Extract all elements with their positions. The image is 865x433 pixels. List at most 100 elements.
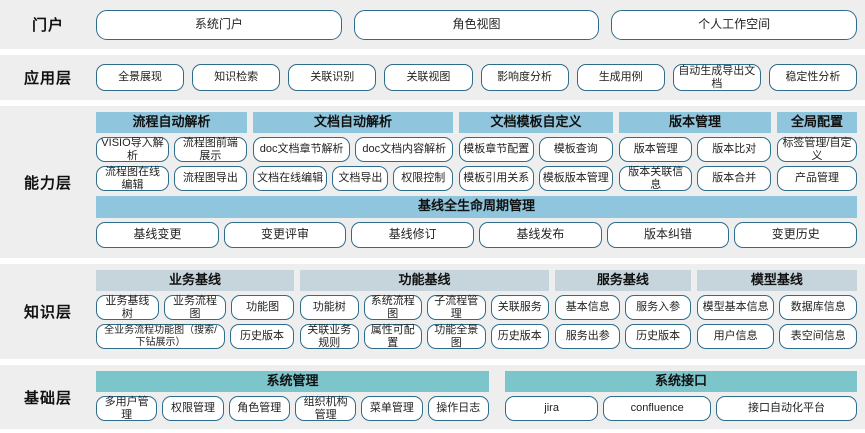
cap-item-flow-export[interactable]: 流程图导出 xyxy=(173,166,247,192)
know-item-business-baseline-tree[interactable]: 业务基线树 xyxy=(96,295,159,321)
base-item-confluence[interactable]: confluence xyxy=(603,396,712,422)
group-title: 流程自动解析 xyxy=(96,112,247,134)
group-title: 服务基线 xyxy=(555,270,691,292)
app-item-auto-export-doc[interactable]: 自动生成导出文档 xyxy=(672,64,761,91)
knowledge-group-business-baseline: 业务基线 业务基线树 业务流程图 功能图 全业务流程功能图（搜索/下钻展示） 历… xyxy=(96,270,295,350)
app-item-generate-case[interactable]: 生成用例 xyxy=(576,64,665,91)
group-row: 模型基本信息 数据库信息 xyxy=(696,295,858,321)
app-item-relation-view[interactable]: 关联视图 xyxy=(384,64,473,91)
know-item-model-basic-info[interactable]: 模型基本信息 xyxy=(696,295,775,321)
base-item-menu-mgmt[interactable]: 菜单管理 xyxy=(361,396,423,422)
cap-item-version-relation-info[interactable]: 版本关联信息 xyxy=(619,166,693,192)
know-item-function-tree[interactable]: 功能树 xyxy=(300,295,359,321)
cap-item-change-review[interactable]: 变更评审 xyxy=(223,221,347,248)
cap-item-version-correction[interactable]: 版本纠错 xyxy=(606,221,730,248)
cap-item-permission-control[interactable]: 权限控制 xyxy=(393,166,454,192)
cap-item-baseline-change[interactable]: 基线变更 xyxy=(96,221,219,248)
group-row: 文档在线编辑 文档导出 权限控制 xyxy=(252,166,454,192)
cap-item-doc-content-parse[interactable]: doc文档内容解析 xyxy=(355,137,454,163)
cap-item-template-chapter-config[interactable]: 模板章节配置 xyxy=(459,137,534,163)
base-item-permission-mgmt[interactable]: 权限管理 xyxy=(162,396,224,422)
know-item-business-flowchart[interactable]: 业务流程图 xyxy=(163,295,227,321)
know-item-function-panorama[interactable]: 功能全景图 xyxy=(427,324,486,350)
portal-items: 系统门户 角色视图 个人工作空间 xyxy=(96,0,865,49)
base-item-interface-automation-platform[interactable]: 接口自动化平台 xyxy=(716,396,857,422)
cap-item-doc-online-edit[interactable]: 文档在线编辑 xyxy=(252,166,328,192)
knowledge-body: 业务基线 业务基线树 业务流程图 功能图 全业务流程功能图（搜索/下钻展示） 历… xyxy=(96,264,865,359)
base-item-org-structure-mgmt[interactable]: 组织机构管理 xyxy=(294,396,357,422)
cap-item-tag-mgmt-custom[interactable]: 标签管理/自定义 xyxy=(776,137,857,163)
app-item-knowledge-search[interactable]: 知识检索 xyxy=(192,64,281,91)
capability-group-process-parse: 流程自动解析 VISIO导入解析 流程图前端展示 流程图在线编辑 流程图导出 xyxy=(96,112,247,192)
capability-group-version-mgmt: 版本管理 版本管理 版本比对 版本关联信息 版本合并 xyxy=(619,112,771,192)
know-item-service-output-param[interactable]: 服务出参 xyxy=(555,324,621,350)
know-item-function-chart[interactable]: 功能图 xyxy=(231,295,295,321)
know-item-history-version[interactable]: 历史版本 xyxy=(490,324,550,350)
cap-item-version-compare[interactable]: 版本比对 xyxy=(697,137,771,163)
know-item-tablespace-info[interactable]: 表空间信息 xyxy=(779,324,858,350)
know-item-related-business-rule[interactable]: 关联业务规则 xyxy=(300,324,359,350)
group-title: 文档模板自定义 xyxy=(459,112,614,134)
capability-body: 流程自动解析 VISIO导入解析 流程图前端展示 流程图在线编辑 流程图导出 xyxy=(96,106,865,258)
cap-item-flow-frontend-display[interactable]: 流程图前端展示 xyxy=(173,137,247,163)
cap-item-template-reference[interactable]: 模板引用关系 xyxy=(459,166,534,192)
know-item-database-info[interactable]: 数据库信息 xyxy=(779,295,858,321)
group-rows: 模板章节配置 模板查询 模板引用关系 模板版本管理 xyxy=(459,133,614,192)
base-item-role-mgmt[interactable]: 角色管理 xyxy=(228,396,290,422)
portal-item-role-view[interactable]: 角色视图 xyxy=(353,9,600,40)
know-item-service-input-param[interactable]: 服务入参 xyxy=(625,295,691,321)
know-item-basic-info[interactable]: 基本信息 xyxy=(555,295,621,321)
layer-label-capability: 能力层 xyxy=(23,174,72,192)
base-item-jira[interactable]: jira xyxy=(504,396,599,422)
base-item-operation-log[interactable]: 操作日志 xyxy=(427,396,489,422)
group-row: 基本信息 服务入参 xyxy=(555,295,691,321)
app-item-impact-analysis[interactable]: 影响度分析 xyxy=(480,64,569,91)
group-title: 文档自动解析 xyxy=(252,112,454,134)
app-item-relation-identify[interactable]: 关联识别 xyxy=(288,64,377,91)
foundation-groups: 系统管理 多用户管理 权限管理 角色管理 组织机构管理 菜单管理 操作日志 xyxy=(96,371,857,422)
group-row: 关联业务规则 属性可配置 功能全景图 历史版本 xyxy=(300,324,550,350)
know-item-history-version[interactable]: 历史版本 xyxy=(625,324,691,350)
cap-item-doc-export[interactable]: 文档导出 xyxy=(332,166,389,192)
portal-item-personal-workspace[interactable]: 个人工作空间 xyxy=(611,9,858,40)
know-item-history-version[interactable]: 历史版本 xyxy=(230,324,294,350)
cap-item-template-query[interactable]: 模板查询 xyxy=(538,137,614,163)
capability-group-baseline-lifecycle: 基线全生命周期管理 基线变更 变更评审 基线修订 基线发布 版本纠错 变更历史 xyxy=(96,196,858,248)
group-title: 系统管理 xyxy=(96,371,489,393)
cap-item-baseline-revision[interactable]: 基线修订 xyxy=(351,221,475,248)
cap-item-doc-chapter-parse[interactable]: doc文档章节解析 xyxy=(252,137,351,163)
group-rows: 基线变更 变更评审 基线修订 基线发布 版本纠错 变更历史 xyxy=(96,218,858,248)
application-items: 全景展现 知识检索 关联识别 关联视图 影响度分析 生成用例 自动生成导出文档 … xyxy=(96,55,865,100)
base-item-multi-user-mgmt[interactable]: 多用户管理 xyxy=(96,396,158,422)
group-row: 版本关联信息 版本合并 xyxy=(619,166,771,192)
know-item-system-flowchart[interactable]: 系统流程图 xyxy=(363,295,423,321)
group-row: 标签管理/自定义 xyxy=(776,137,857,163)
cap-item-change-history[interactable]: 变更历史 xyxy=(734,221,858,248)
cap-item-template-version-mgmt[interactable]: 模板版本管理 xyxy=(538,166,614,192)
group-row: 功能树 系统流程图 子流程管理 关联服务 xyxy=(300,295,550,321)
group-row: 模板章节配置 模板查询 xyxy=(459,137,614,163)
cap-item-version-manage[interactable]: 版本管理 xyxy=(619,137,693,163)
know-item-full-business-flow-function-chart[interactable]: 全业务流程功能图（搜索/下钻展示） xyxy=(96,324,226,350)
group-row: 多用户管理 权限管理 角色管理 组织机构管理 菜单管理 操作日志 xyxy=(96,396,489,422)
know-item-user-info[interactable]: 用户信息 xyxy=(696,324,775,350)
cap-item-baseline-release[interactable]: 基线发布 xyxy=(479,221,602,248)
know-item-related-service[interactable]: 关联服务 xyxy=(490,295,550,321)
app-item-panorama[interactable]: 全景展现 xyxy=(96,64,185,91)
group-rows: 标签管理/自定义 产品管理 xyxy=(776,133,857,192)
cap-item-flow-online-edit[interactable]: 流程图在线编辑 xyxy=(96,166,169,192)
knowledge-group-model-baseline: 模型基线 模型基本信息 数据库信息 用户信息 表空间信息 xyxy=(696,270,858,350)
portal-item-system-portal[interactable]: 系统门户 xyxy=(96,9,342,40)
capability-group-doc-template: 文档模板自定义 模板章节配置 模板查询 模板引用关系 模板版本管理 xyxy=(459,112,614,192)
layer-knowledge: 知识层 业务基线 业务基线树 业务流程图 功能图 全业务流程功能图（搜索/下钻展… xyxy=(0,264,865,359)
group-title: 全局配置 xyxy=(776,112,857,134)
cap-item-visio-import-parse[interactable]: VISIO导入解析 xyxy=(96,137,169,163)
know-item-attribute-configurable[interactable]: 属性可配置 xyxy=(363,324,423,350)
cap-item-version-merge[interactable]: 版本合并 xyxy=(697,166,771,192)
group-rows: jira confluence 接口自动化平台 xyxy=(504,392,857,422)
cap-item-product-mgmt[interactable]: 产品管理 xyxy=(776,166,857,192)
group-rows: 功能树 系统流程图 子流程管理 关联服务 关联业务规则 属性可配置 功能全景图 … xyxy=(300,291,550,350)
know-item-subprocess-mgmt[interactable]: 子流程管理 xyxy=(427,295,486,321)
group-rows: 版本管理 版本比对 版本关联信息 版本合并 xyxy=(619,133,771,192)
app-item-stability-analysis[interactable]: 稳定性分析 xyxy=(768,64,857,91)
